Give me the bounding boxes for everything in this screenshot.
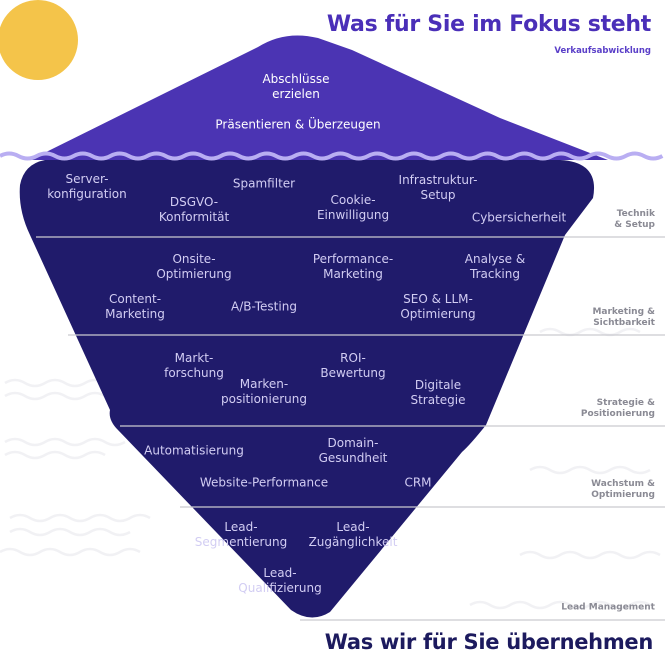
label-website-performance: Website-Performance xyxy=(199,475,329,490)
label-digitale-strategie: Digitale Strategie xyxy=(410,378,466,407)
label-marktforschung: Markt- forschung xyxy=(164,351,224,380)
label-performance-marketing: Performance- Marketing xyxy=(312,252,394,281)
iceberg-underwater-body xyxy=(19,160,595,618)
label-seo: SEO & LLM- Optimierung xyxy=(400,292,476,321)
label-roi: ROI- Bewertung xyxy=(320,351,386,380)
label-lead-segmentierung: Lead- Segmentierung xyxy=(194,520,288,549)
page-title: Was für Sie im Fokus steht xyxy=(326,12,651,37)
label-cookie: Cookie- Einwilligung xyxy=(316,193,390,222)
label-lead-qualifizierung: Lead- Qualifizierung xyxy=(238,566,322,595)
category-technik: Technik & Setup xyxy=(614,209,655,230)
iceberg-tip xyxy=(30,35,608,160)
label-domain: Domain- Gesundheit xyxy=(318,436,388,465)
label-cybersicherheit: Cybersicherheit xyxy=(471,210,567,225)
category-marketing: Marketing & Sichtbarkeit xyxy=(592,307,655,328)
label-markenpositionierung: Marken- positionierung xyxy=(220,377,308,406)
category-lead: Lead Management xyxy=(561,602,655,613)
label-analyse: Analyse & Tracking xyxy=(464,252,526,281)
label-onsite: Onsite- Optimierung xyxy=(156,252,232,281)
waterline xyxy=(0,151,664,161)
label-infrastruktur: Infrastruktur- Setup xyxy=(398,173,478,202)
category-strategie: Strategie & Positionierung xyxy=(580,398,655,419)
label-dsgvo: DSGVO- Konformität xyxy=(158,195,230,224)
label-spamfilter: Spamfilter xyxy=(232,176,296,191)
sun-shape xyxy=(0,0,78,80)
label-ab-testing: A/B-Testing xyxy=(231,299,297,314)
label-abschluesse: Abschlüsse erzielen xyxy=(262,72,330,101)
label-praesentieren: Präsentieren & Überzeugen xyxy=(215,117,381,132)
label-lead-zugaenglichkeit: Lead- Zugänglichkeit xyxy=(308,520,398,549)
label-serverkonfiguration: Server- konfiguration xyxy=(47,172,127,201)
layer-dividers xyxy=(36,236,665,621)
background-waves xyxy=(0,327,661,610)
page-subtitle: Verkaufsabwicklung xyxy=(554,46,651,56)
label-content: Content- Marketing xyxy=(105,292,165,321)
bottom-title: Was wir für Sie übernehmen xyxy=(324,630,654,654)
label-crm: CRM xyxy=(404,475,432,490)
category-wachstum: Wachstum & Optimierung xyxy=(591,479,655,500)
label-automatisierung: Automatisierung xyxy=(144,443,244,458)
